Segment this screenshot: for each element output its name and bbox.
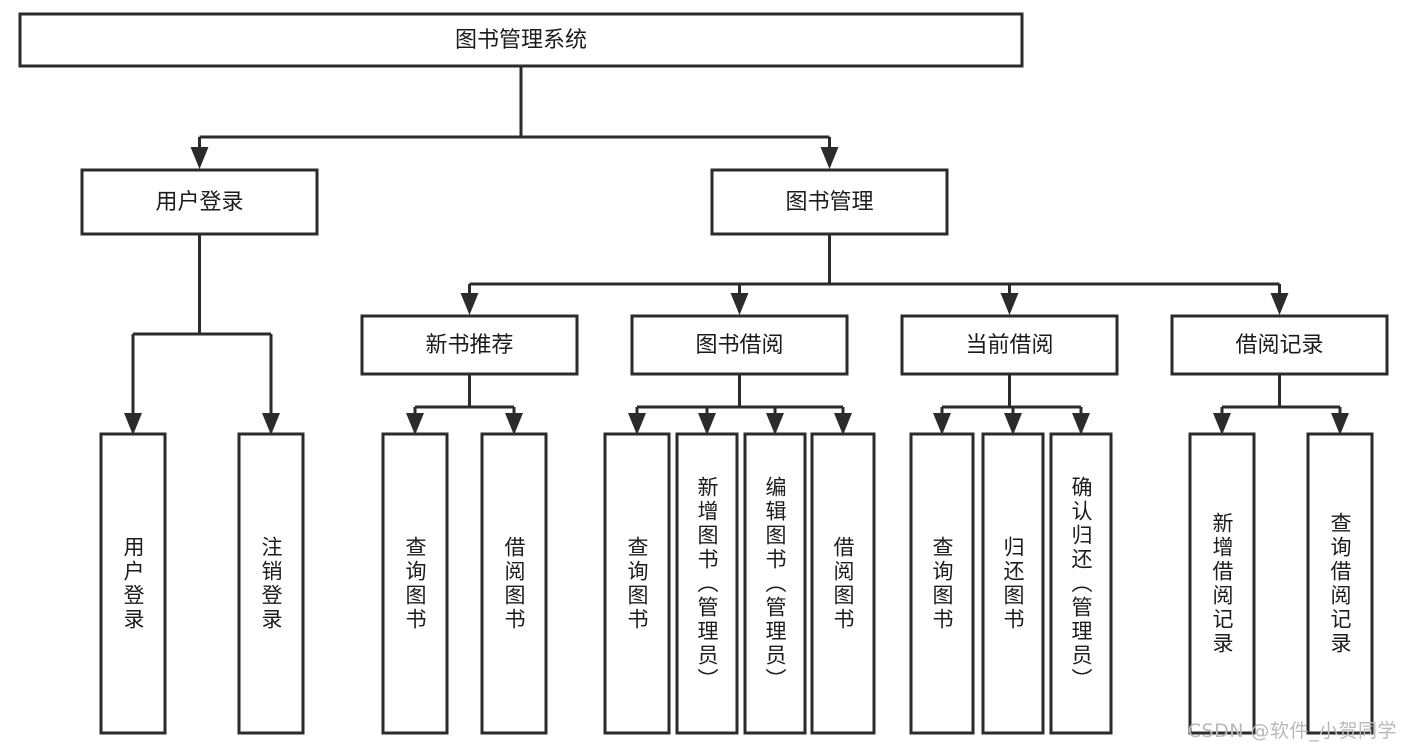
node-leaf-7[interactable] [810,432,876,735]
arrow-head [1004,413,1022,435]
node-box[interactable] [18,12,1024,68]
node-box[interactable] [1049,432,1113,735]
csdn-watermark: CSDN @软件_小贺同学 [1187,720,1397,742]
node-leaf-11[interactable] [1188,432,1256,735]
arrow-head [1331,413,1349,435]
node-box[interactable] [981,432,1045,735]
arrow-head [505,413,523,435]
node-leaf-6[interactable] [743,432,807,735]
node-box[interactable] [909,432,975,735]
arrow-head [730,293,749,315]
node-leaf-8[interactable] [909,432,975,735]
arrow-head [262,413,280,435]
node-label: 借阅记录 [1235,333,1323,358]
node-box[interactable] [675,432,739,735]
node-box[interactable] [1306,432,1374,735]
node-box[interactable] [603,432,671,735]
node-leaf-0[interactable] [99,432,167,735]
node-level2-用户登录[interactable]: 用户登录 [80,168,319,236]
node-box[interactable] [237,432,305,735]
arrow-head [766,413,784,435]
connectors-layer [124,66,1349,435]
node-box[interactable] [1188,432,1256,735]
node-box[interactable] [710,168,949,236]
node-leaf-4[interactable] [603,432,671,735]
node-level3-图书借阅[interactable]: 图书借阅 [630,314,849,376]
node-leaf-12[interactable] [1306,432,1374,735]
node-box[interactable] [360,314,579,376]
node-level2-图书管理[interactable]: 图书管理 [710,168,949,236]
node-label: 新书推荐 [425,333,513,358]
arrow-head [124,413,142,435]
node-box[interactable] [80,168,319,236]
arrow-head [820,147,839,169]
node-label: 图书管理系统 [455,28,587,53]
node-level3-新书推荐[interactable]: 新书推荐 [360,314,579,376]
node-label: 当前借阅 [965,333,1053,358]
node-label: 图书借阅 [695,333,783,358]
arrow-head [698,413,716,435]
arrow-head [190,147,209,169]
node-leaf-3[interactable] [480,432,548,735]
node-box[interactable] [480,432,548,735]
arrow-head [1270,293,1289,315]
node-level3-借阅记录[interactable]: 借阅记录 [1170,314,1389,376]
arrow-head [834,413,852,435]
arrow-head [406,413,424,435]
node-label: 图书管理 [785,190,873,215]
node-box[interactable] [99,432,167,735]
node-label: 用户登录 [155,190,243,215]
node-box[interactable] [810,432,876,735]
node-leaf-10[interactable] [1049,432,1113,735]
node-root-图书管理系统[interactable]: 图书管理系统 [18,12,1024,68]
arrow-head [1000,293,1019,315]
arrow-head [1072,413,1090,435]
arrow-head [1213,413,1231,435]
node-box[interactable] [630,314,849,376]
node-box[interactable] [900,314,1119,376]
node-leaf-2[interactable] [381,432,449,735]
arrow-head [628,413,646,435]
node-leaf-9[interactable] [981,432,1045,735]
node-box[interactable] [381,432,449,735]
node-leaf-5[interactable] [675,432,739,735]
node-box[interactable] [743,432,807,735]
arrow-head [460,293,479,315]
node-level3-当前借阅[interactable]: 当前借阅 [900,314,1119,376]
arrow-head [933,413,951,435]
node-box[interactable] [1170,314,1389,376]
node-leaf-1[interactable] [237,432,305,735]
